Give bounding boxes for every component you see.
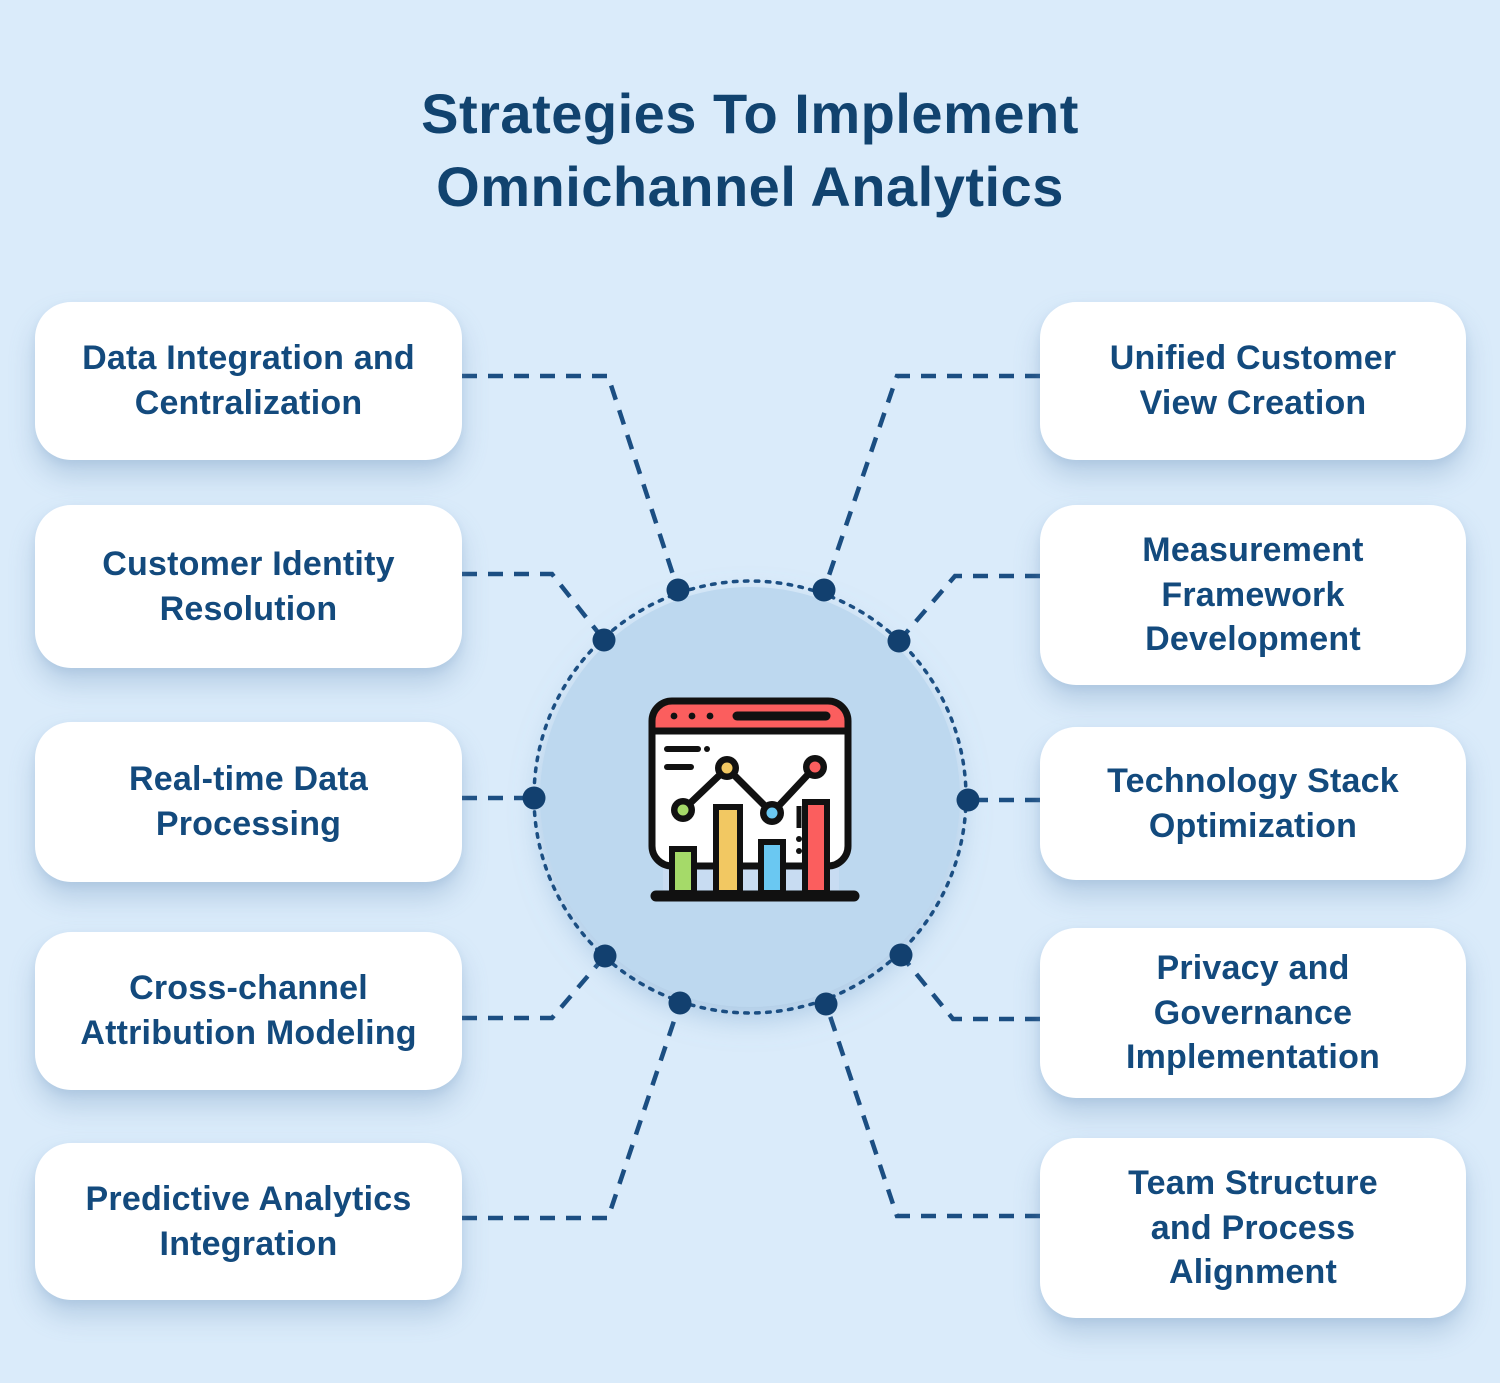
endpoint-dot [812,578,836,602]
strategy-card-measurement-framework: Measurement Framework Development [1040,505,1466,685]
endpoint-dot [956,788,980,812]
bar-accent-dashes [796,806,802,854]
endpoint-dot [668,991,692,1015]
page-title: Strategies To Implement Omnichannel Anal… [421,82,1079,218]
strategy-card-team-structure: Team Structure and Process Alignment [1040,1138,1466,1318]
bar-green [669,846,697,896]
connector-left-2 [462,571,606,642]
connector-right-2 [897,573,1040,643]
strategy-card-technology-stack: Technology Stack Optimization [1040,727,1466,880]
connector-right-1 [821,373,1040,591]
endpoint-dot [592,628,616,652]
endpoint-dot [889,943,913,967]
endpoint-dot [814,992,838,1016]
endpoint-dot [666,578,690,602]
strategy-card-customer-identity: Customer Identity Resolution [35,505,462,668]
connector-endpoint-dots [522,578,980,1016]
bar-blue [758,839,786,896]
strategy-card-cross-channel: Cross-channel Attribution Modeling [35,932,462,1090]
analytics-dashboard-icon [648,697,860,902]
endpoint-dot [522,786,546,810]
connector-left-4 [462,954,607,1021]
strategy-card-data-integration: Data Integration and Centralization [35,302,462,460]
connector-left-5 [462,1002,683,1221]
connector-left-1 [462,373,681,591]
connector-right-5 [823,1003,1040,1219]
strategy-card-predictive-analytics: Predictive Analytics Integration [35,1143,462,1300]
strategy-card-realtime-processing: Real-time Data Processing [35,722,462,882]
strategy-card-unified-customer-view: Unified Customer View Creation [1040,302,1466,460]
strategy-card-privacy-governance: Privacy and Governance Implementation [1040,928,1466,1098]
browser-header-dots [670,712,714,720]
connector-lines [462,373,1040,1221]
bar-red [802,799,830,896]
browser-text-lines [664,746,701,770]
endpoint-dot [593,944,617,968]
endpoint-dot [887,629,911,653]
line-chart [671,755,827,825]
bar-yellow [713,804,743,896]
connector-right-4 [899,953,1040,1022]
